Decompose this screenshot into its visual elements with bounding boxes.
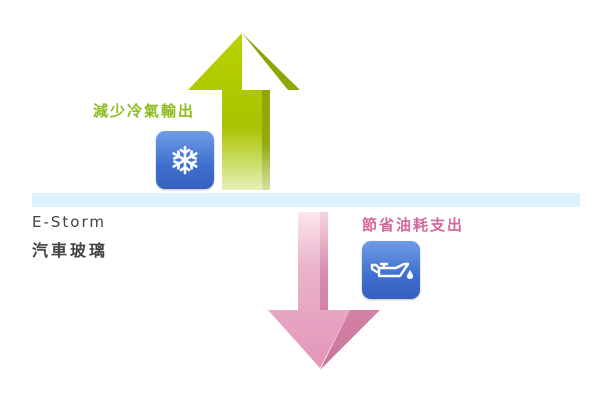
up-label: 減少冷氣輸出 bbox=[93, 102, 196, 120]
down-arrow-front bbox=[268, 212, 350, 368]
snowflake-icon bbox=[172, 145, 198, 175]
brand-name-zh: 汽車玻璃 bbox=[32, 241, 109, 260]
brand-name-en: E-Storm bbox=[32, 213, 106, 231]
snowflake-tile bbox=[156, 131, 214, 189]
down-label: 節省油耗支出 bbox=[362, 216, 465, 234]
divider-band bbox=[32, 193, 580, 207]
up-arrow-side bbox=[242, 33, 300, 190]
up-arrow-front bbox=[188, 33, 262, 190]
down-arrow-side bbox=[320, 212, 380, 370]
oil-can-icon bbox=[370, 262, 413, 279]
oil-can-tile bbox=[362, 241, 420, 299]
